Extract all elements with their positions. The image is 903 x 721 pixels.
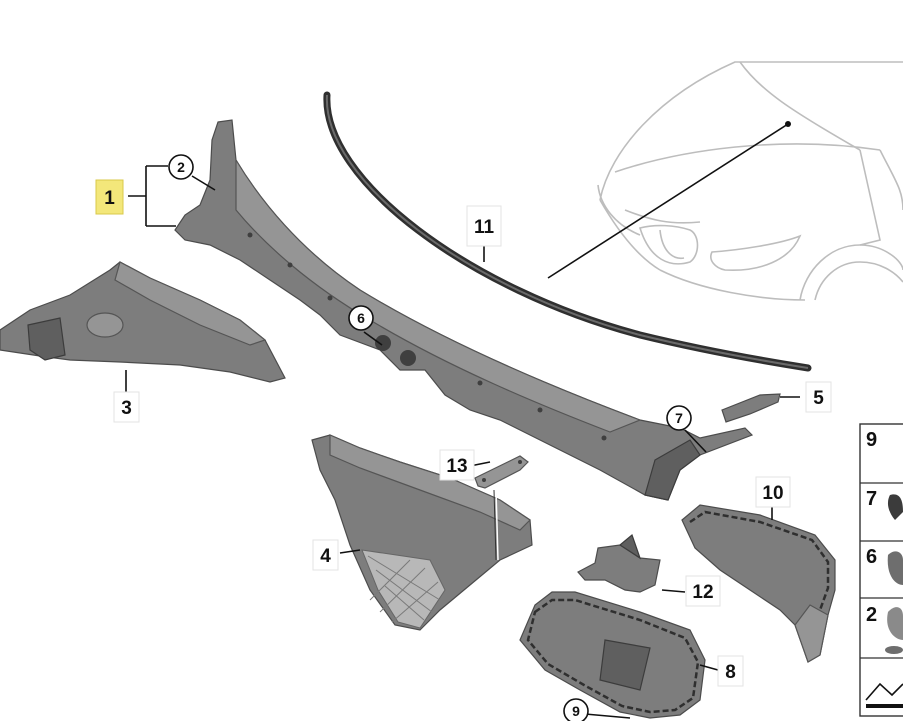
callout-11-label: 11 (474, 217, 495, 238)
part-12-bracket (577, 533, 661, 593)
side-row-symbol (865, 682, 903, 708)
side-row-6-label: 6 (866, 546, 877, 568)
callout-13-label: 13 (446, 456, 467, 477)
callout-10-label: 10 (762, 483, 783, 504)
car-pointer-line (547, 123, 789, 279)
callout-8-label: 8 (725, 662, 736, 683)
callout-2-label: 2 (177, 159, 185, 175)
scale-symbol-icon (865, 682, 903, 701)
callout-6[interactable]: 6 (348, 305, 374, 331)
callout-12[interactable]: 12 (685, 575, 721, 607)
callout-5-label: 5 (813, 388, 824, 409)
callout-9[interactable]: 9 (563, 698, 589, 721)
callout-7-label: 7 (675, 410, 683, 426)
part-1-cowl-cover (174, 119, 754, 501)
callout-8[interactable]: 8 (717, 655, 744, 687)
callout-1-label: 1 (104, 188, 115, 209)
callout-5[interactable]: 5 (805, 381, 832, 413)
car-pointer-dot (785, 121, 791, 127)
side-row-2[interactable]: 2 (866, 604, 903, 654)
callout-10[interactable]: 10 (755, 476, 791, 508)
side-row-9[interactable]: 9 (866, 429, 877, 451)
car-outline (597, 61, 903, 301)
callout-2[interactable]: 2 (168, 154, 194, 180)
part-8-tray (519, 591, 706, 719)
callout-4-label: 4 (320, 546, 331, 567)
callout-4[interactable]: 4 (312, 539, 339, 571)
part-4-side-panel (311, 434, 533, 631)
callout-3[interactable]: 3 (113, 391, 140, 423)
callout-9-label: 9 (572, 703, 580, 719)
callout-13[interactable]: 13 (439, 449, 475, 481)
side-row-6[interactable]: 6 (866, 546, 903, 585)
side-row-9-label: 9 (866, 429, 877, 451)
side-parts-table: 9 7 6 2 (859, 423, 903, 717)
side-row-7[interactable]: 7 (866, 488, 903, 520)
part-5-clip (721, 393, 781, 423)
side-row-6-part-icon (887, 551, 903, 585)
callout-3-label: 3 (121, 398, 132, 419)
callout-12-label: 12 (692, 582, 713, 603)
callout-1[interactable]: 1 (95, 179, 124, 215)
leader-lines (125, 165, 800, 719)
part-10-right-cover (681, 504, 836, 663)
side-row-7-label: 7 (866, 488, 877, 510)
part-3-left-cover (0, 261, 286, 383)
callout-7[interactable]: 7 (666, 405, 692, 431)
side-row-7-part-icon (887, 494, 903, 520)
side-row-2-label: 2 (866, 604, 877, 626)
callout-6-label: 6 (357, 310, 365, 326)
callout-11[interactable]: 11 (466, 205, 502, 247)
side-row-2-part-icon (887, 607, 903, 640)
part-13-bracket (474, 455, 529, 489)
